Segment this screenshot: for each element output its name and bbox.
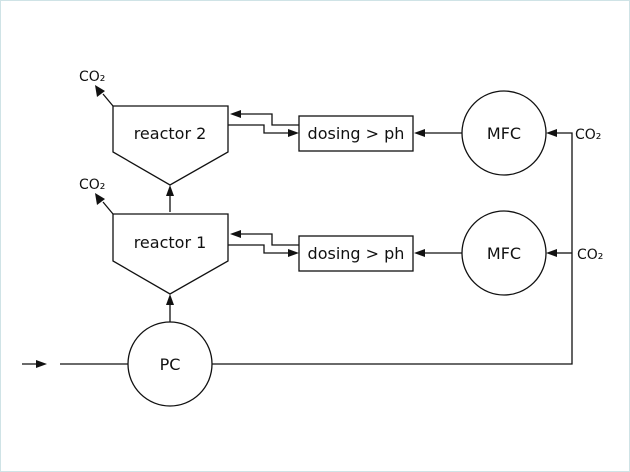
edge-co2-to-mfc-top [556, 132, 573, 253]
mfc-top-circle [461, 90, 547, 176]
arrow-into-reactor-2-from-dosing [230, 110, 241, 118]
dosing-bottom-label: dosing > ph [308, 244, 405, 263]
mfc-bottom-circle [461, 210, 547, 296]
arrow-into-mfc-bottom [546, 249, 557, 257]
arrow-into-reactor-1 [166, 294, 174, 305]
mfc-bottom: MFC [461, 210, 547, 296]
dosing-top-label: dosing > ph [308, 124, 405, 143]
reactor-1: reactor 1 [112, 213, 229, 295]
arrow-into-dosing-top-from-reactor [288, 129, 299, 137]
reactor-1-label: reactor 1 [134, 233, 207, 252]
co2-label-reactor-2-out: CO₂ [79, 69, 105, 85]
arrow-into-reactor-1-from-dosing [230, 230, 241, 238]
edge-reactor-1-co2-vent [102, 201, 114, 215]
arrow-into-mfc-top [546, 129, 557, 137]
arrow-reactor-2-co2-vent [95, 85, 105, 97]
dosing-bottom: dosing > ph [298, 235, 414, 272]
arrow-into-dosing-top [414, 129, 425, 137]
reactor-2-label: reactor 2 [134, 124, 207, 143]
mfc-top-label: MFC [487, 124, 521, 143]
dosing-bottom-box [298, 235, 414, 272]
dosing-top: dosing > ph [298, 115, 414, 152]
dosing-top-box [298, 115, 414, 152]
gas-labels: CO₂ CO₂ CO₂ CO₂ [79, 69, 603, 263]
edge-pc-to-co2-supply [212, 253, 573, 365]
co2-label-mfc-top-in: CO₂ [575, 127, 601, 143]
co2-label-reactor-1-out: CO₂ [79, 177, 105, 193]
reactor-2-vessel [112, 105, 229, 186]
co2-label-mfc-bottom-in: CO₂ [577, 247, 603, 263]
edge-dosing-bottom-to-reactor-1 [240, 233, 299, 246]
reactor-1-vessel [112, 213, 229, 295]
arrow-into-dosing-bottom [414, 249, 425, 257]
edge-reactor-2-co2-vent [102, 93, 114, 107]
pc: PC [127, 321, 213, 407]
edge-dosing-top-to-reactor-2 [240, 113, 299, 126]
edge-reactor-1-to-dosing-bottom [228, 244, 288, 254]
arrow-feed-in [36, 360, 47, 368]
pc-label: PC [160, 355, 181, 374]
pc-circle [127, 321, 213, 407]
arrow-reactor-1-co2-vent [95, 193, 105, 205]
reactor-2: reactor 2 [112, 105, 229, 186]
mfc-top: MFC [461, 90, 547, 176]
arrow-heads [22, 85, 557, 368]
connection-lines [60, 93, 573, 365]
edge-reactor-2-to-dosing-top [228, 124, 288, 134]
arrow-into-reactor-2 [166, 185, 174, 196]
mfc-bottom-label: MFC [487, 244, 521, 263]
arrow-into-dosing-bottom-from-reactor [288, 249, 299, 257]
